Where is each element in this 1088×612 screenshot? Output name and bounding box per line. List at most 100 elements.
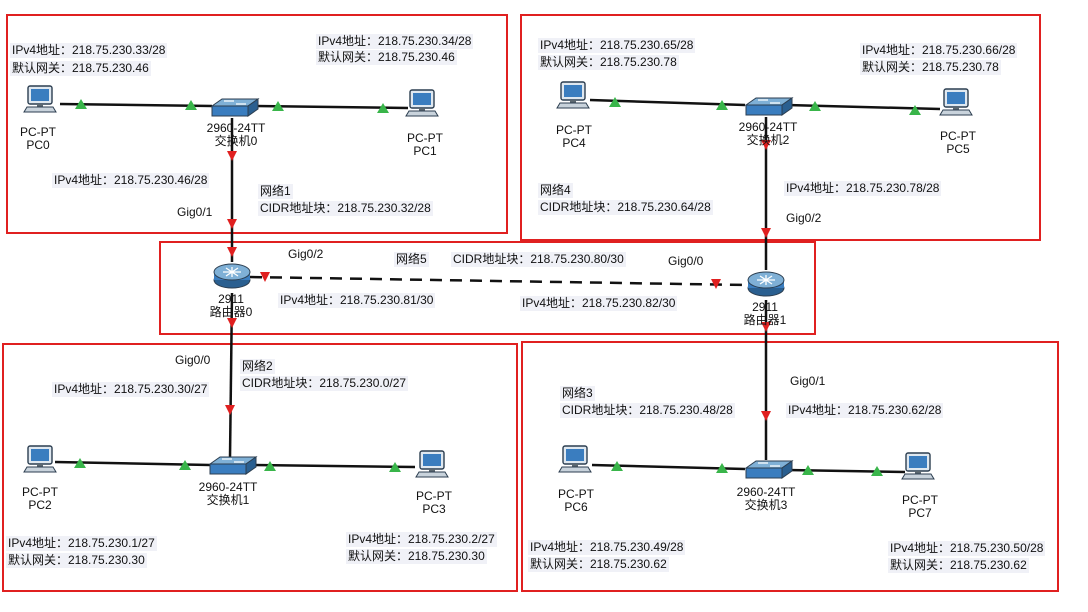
pc-icon[interactable] — [415, 450, 449, 478]
router-icon[interactable] — [213, 263, 251, 289]
pc3-ip-label: IPv4地址：218.75.230.2/27 — [346, 532, 497, 547]
device-name: PC4 — [562, 136, 586, 150]
r0-gig00-ip-label: IPv4地址：218.75.230.30/27 — [52, 382, 210, 397]
r0-gig01-ip-label: IPv4地址：218.75.230.46/28 — [52, 173, 210, 188]
device-type: 2960-24TT — [198, 480, 258, 494]
pc-icon[interactable] — [901, 452, 935, 480]
link-r0-r1 — [249, 275, 747, 287]
device-type: PC-PT — [556, 123, 592, 137]
link-down-marker — [761, 411, 771, 421]
link-up-marker — [185, 100, 197, 110]
link-up-marker — [716, 463, 728, 473]
network5-name: 网络5 — [394, 252, 429, 267]
pc7-ip-label: IPv4地址：218.75.230.50/28 — [888, 541, 1046, 556]
network2-cidr: CIDR地址块：218.75.230.0/27 — [240, 376, 409, 391]
pc6-gateway-label: 默认网关：218.75.230.62 — [528, 557, 669, 572]
pc5-ip-label: IPv4地址：218.75.230.66/28 — [860, 43, 1018, 58]
switch-icon[interactable] — [745, 460, 793, 479]
device-type: 2911 — [218, 292, 244, 306]
device-type: 2960-24TT — [736, 485, 796, 499]
zone-network1-border — [6, 14, 508, 234]
link-up-marker — [264, 461, 276, 471]
link-up-marker — [272, 101, 284, 111]
device-type: PC-PT — [407, 131, 443, 145]
router-icon[interactable] — [747, 271, 785, 297]
device-name: 交换机3 — [744, 498, 788, 512]
link-down-marker — [761, 140, 771, 150]
device-name: PC2 — [28, 498, 52, 512]
pc7-gateway-label: 默认网关：218.75.230.62 — [888, 558, 1029, 573]
network1-cidr: CIDR地址块：218.75.230.32/28 — [258, 201, 433, 216]
link-down-marker — [711, 279, 721, 289]
device-type: 2960-24TT — [206, 121, 266, 135]
switch-icon[interactable] — [745, 97, 793, 116]
link-sw2-pc5 — [786, 103, 941, 111]
pc1-gateway-label: 默认网关：218.75.230.46 — [316, 50, 457, 65]
pc2-ip-label: IPv4地址：218.75.230.1/27 — [6, 536, 157, 551]
pc5-gateway-label: 默认网关：218.75.230.78 — [860, 60, 1001, 75]
pc-icon[interactable] — [23, 445, 57, 473]
link-up-marker — [75, 99, 87, 109]
r0-port-gig01: Gig0/1 — [177, 205, 213, 219]
device-name: 交换机0 — [214, 134, 258, 148]
link-down-marker — [260, 272, 270, 282]
pc-icon[interactable] — [939, 88, 973, 116]
pc4-ip-label: IPv4地址：218.75.230.65/28 — [538, 38, 696, 53]
r0-gig02-ip-label: IPv4地址：218.75.230.81/30 — [278, 293, 436, 308]
r1-port-gig02: Gig0/2 — [786, 211, 822, 225]
device-type: 2911 — [752, 300, 778, 314]
pc-icon[interactable] — [558, 445, 592, 473]
device-name: PC1 — [413, 144, 437, 158]
device-name: 交换机2 — [746, 133, 790, 147]
network1-name: 网络1 — [258, 184, 293, 199]
r1-port-gig00: Gig0/0 — [668, 254, 704, 268]
device-type: PC-PT — [558, 487, 594, 501]
link-up-marker — [871, 466, 883, 476]
pc3-gateway-label: 默认网关：218.75.230.30 — [346, 549, 487, 564]
pc4-gateway-label: 默认网关：218.75.230.78 — [538, 55, 679, 70]
pc-icon[interactable] — [556, 81, 590, 109]
link-down-marker — [225, 405, 235, 415]
r0-port-gig02: Gig0/2 — [288, 247, 324, 261]
link-down-marker — [227, 318, 237, 328]
link-down-marker — [227, 151, 237, 161]
link-up-marker — [611, 461, 623, 471]
link-up-marker — [802, 465, 814, 475]
device-name: 路由器0 — [209, 305, 253, 319]
switch-icon[interactable] — [211, 98, 259, 117]
link-up-marker — [389, 462, 401, 472]
link-down-marker — [227, 247, 237, 257]
pc2-gateway-label: 默认网关：218.75.230.30 — [6, 553, 147, 568]
pc-icon[interactable] — [23, 85, 57, 113]
link-down-marker — [761, 228, 771, 238]
device-name: PC0 — [26, 138, 50, 152]
link-up-marker — [74, 458, 86, 468]
link-up-marker — [909, 105, 921, 115]
r0-port-gig00: Gig0/0 — [175, 353, 211, 367]
network4-cidr: CIDR地址块：218.75.230.64/28 — [538, 200, 713, 215]
r1-gig00-ip-label: IPv4地址：218.75.230.82/30 — [520, 296, 678, 311]
switch-icon[interactable] — [209, 456, 257, 475]
link-up-marker — [716, 100, 728, 110]
device-type: PC-PT — [416, 489, 452, 503]
link-up-marker — [377, 103, 389, 113]
link-down-marker — [227, 219, 237, 229]
network2-name: 网络2 — [240, 359, 275, 374]
link-pc0-sw0 — [59, 102, 213, 108]
pc0-gateway-label: 默认网关：218.75.230.46 — [10, 61, 151, 76]
pc-icon[interactable] — [405, 89, 439, 117]
device-name: PC6 — [564, 500, 588, 514]
link-sw1-pc3 — [249, 463, 416, 469]
r1-port-gig01: Gig0/1 — [790, 374, 826, 388]
